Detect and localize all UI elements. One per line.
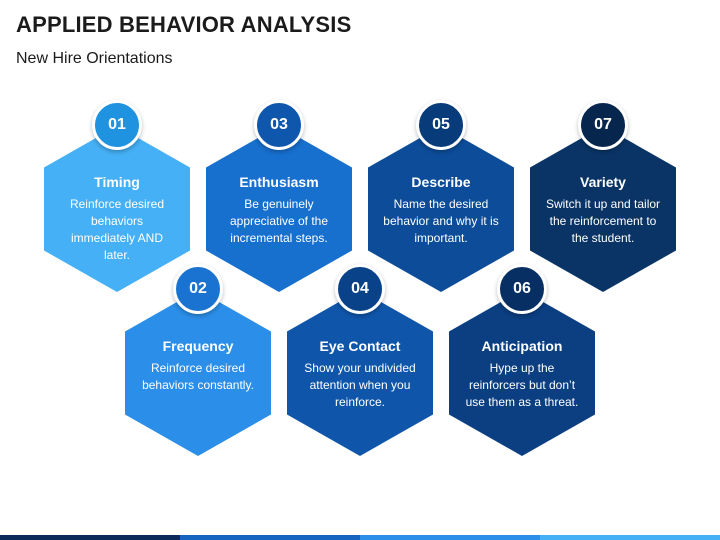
bar-segment: [360, 535, 540, 540]
step-description: Hype up the reinforcers but don’t use th…: [465, 361, 579, 409]
step-description: Reinforce desired behaviors constantly.: [142, 361, 254, 392]
step-04: Eye Contact Show your undivided attentio…: [287, 264, 433, 456]
bar-segment: [180, 535, 360, 540]
step-description: Reinforce desired behaviors immediately …: [69, 197, 165, 262]
step-01: Timing Reinforce desired behaviors immed…: [44, 100, 190, 292]
step-number-badge: 07: [578, 100, 628, 150]
page-subtitle: New Hire Orientations: [16, 50, 173, 67]
step-02: Frequency Reinforce desired behaviors co…: [125, 264, 271, 456]
bar-segment: [540, 535, 720, 540]
step-title: Eye Contact: [319, 338, 401, 354]
step-number-badge: 04: [335, 264, 385, 314]
step-number-badge: 01: [92, 100, 142, 150]
step-description: Switch it up and tailor the reinforcemen…: [545, 197, 661, 245]
step-title: Anticipation: [481, 338, 563, 354]
step-title: Timing: [94, 174, 140, 190]
step-title: Enthusiasm: [239, 174, 319, 190]
bottom-accent-bar: [0, 535, 720, 540]
step-number-badge: 03: [254, 100, 304, 150]
step-description: Name the desired behavior and why it is …: [383, 197, 499, 245]
bar-segment: [0, 535, 180, 540]
page-title: APPLIED BEHAVIOR ANALYSIS: [16, 12, 352, 37]
step-description: Be genuinely appreciative of the increme…: [229, 197, 329, 245]
step-03: Enthusiasm Be genuinely appreciative of …: [206, 100, 352, 292]
step-number-badge: 06: [497, 264, 547, 314]
step-07: Variety Switch it up and tailor the rein…: [530, 100, 676, 292]
step-title: Frequency: [162, 338, 234, 354]
step-05: Describe Name the desired behavior and w…: [368, 100, 514, 292]
step-number-badge: 05: [416, 100, 466, 150]
step-title: Variety: [580, 174, 626, 190]
step-description: Show your undivided attention when you r…: [304, 361, 416, 409]
step-number-badge: 02: [173, 264, 223, 314]
step-06: Anticipation Hype up the reinforcers but…: [449, 264, 595, 456]
step-title: Describe: [411, 174, 471, 190]
